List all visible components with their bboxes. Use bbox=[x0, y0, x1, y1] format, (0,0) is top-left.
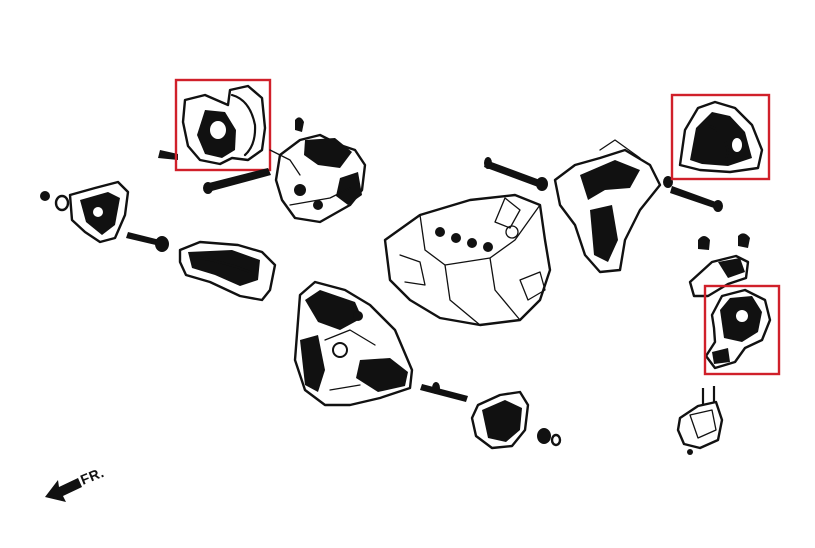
upper-center-bracket bbox=[203, 117, 367, 224]
upper-right-bracket bbox=[484, 139, 723, 274]
upper-left-mount-highlighted bbox=[158, 84, 267, 166]
left-middle-mount bbox=[126, 232, 277, 302]
bottom-center-mount bbox=[420, 382, 562, 450]
right-lower-mount-highlighted bbox=[704, 288, 772, 370]
left-small-mount bbox=[40, 180, 130, 244]
center-lower-bracket bbox=[293, 280, 414, 407]
right-bottom-bracket bbox=[676, 386, 724, 455]
highlight-box-upper-right bbox=[670, 93, 771, 181]
highlight-box-right-lower bbox=[703, 284, 781, 376]
arrow-left-down-icon bbox=[45, 478, 82, 502]
upper-right-mount-highlighted bbox=[678, 100, 764, 174]
engine-block bbox=[383, 193, 552, 327]
highlight-box-upper-left bbox=[174, 78, 272, 172]
